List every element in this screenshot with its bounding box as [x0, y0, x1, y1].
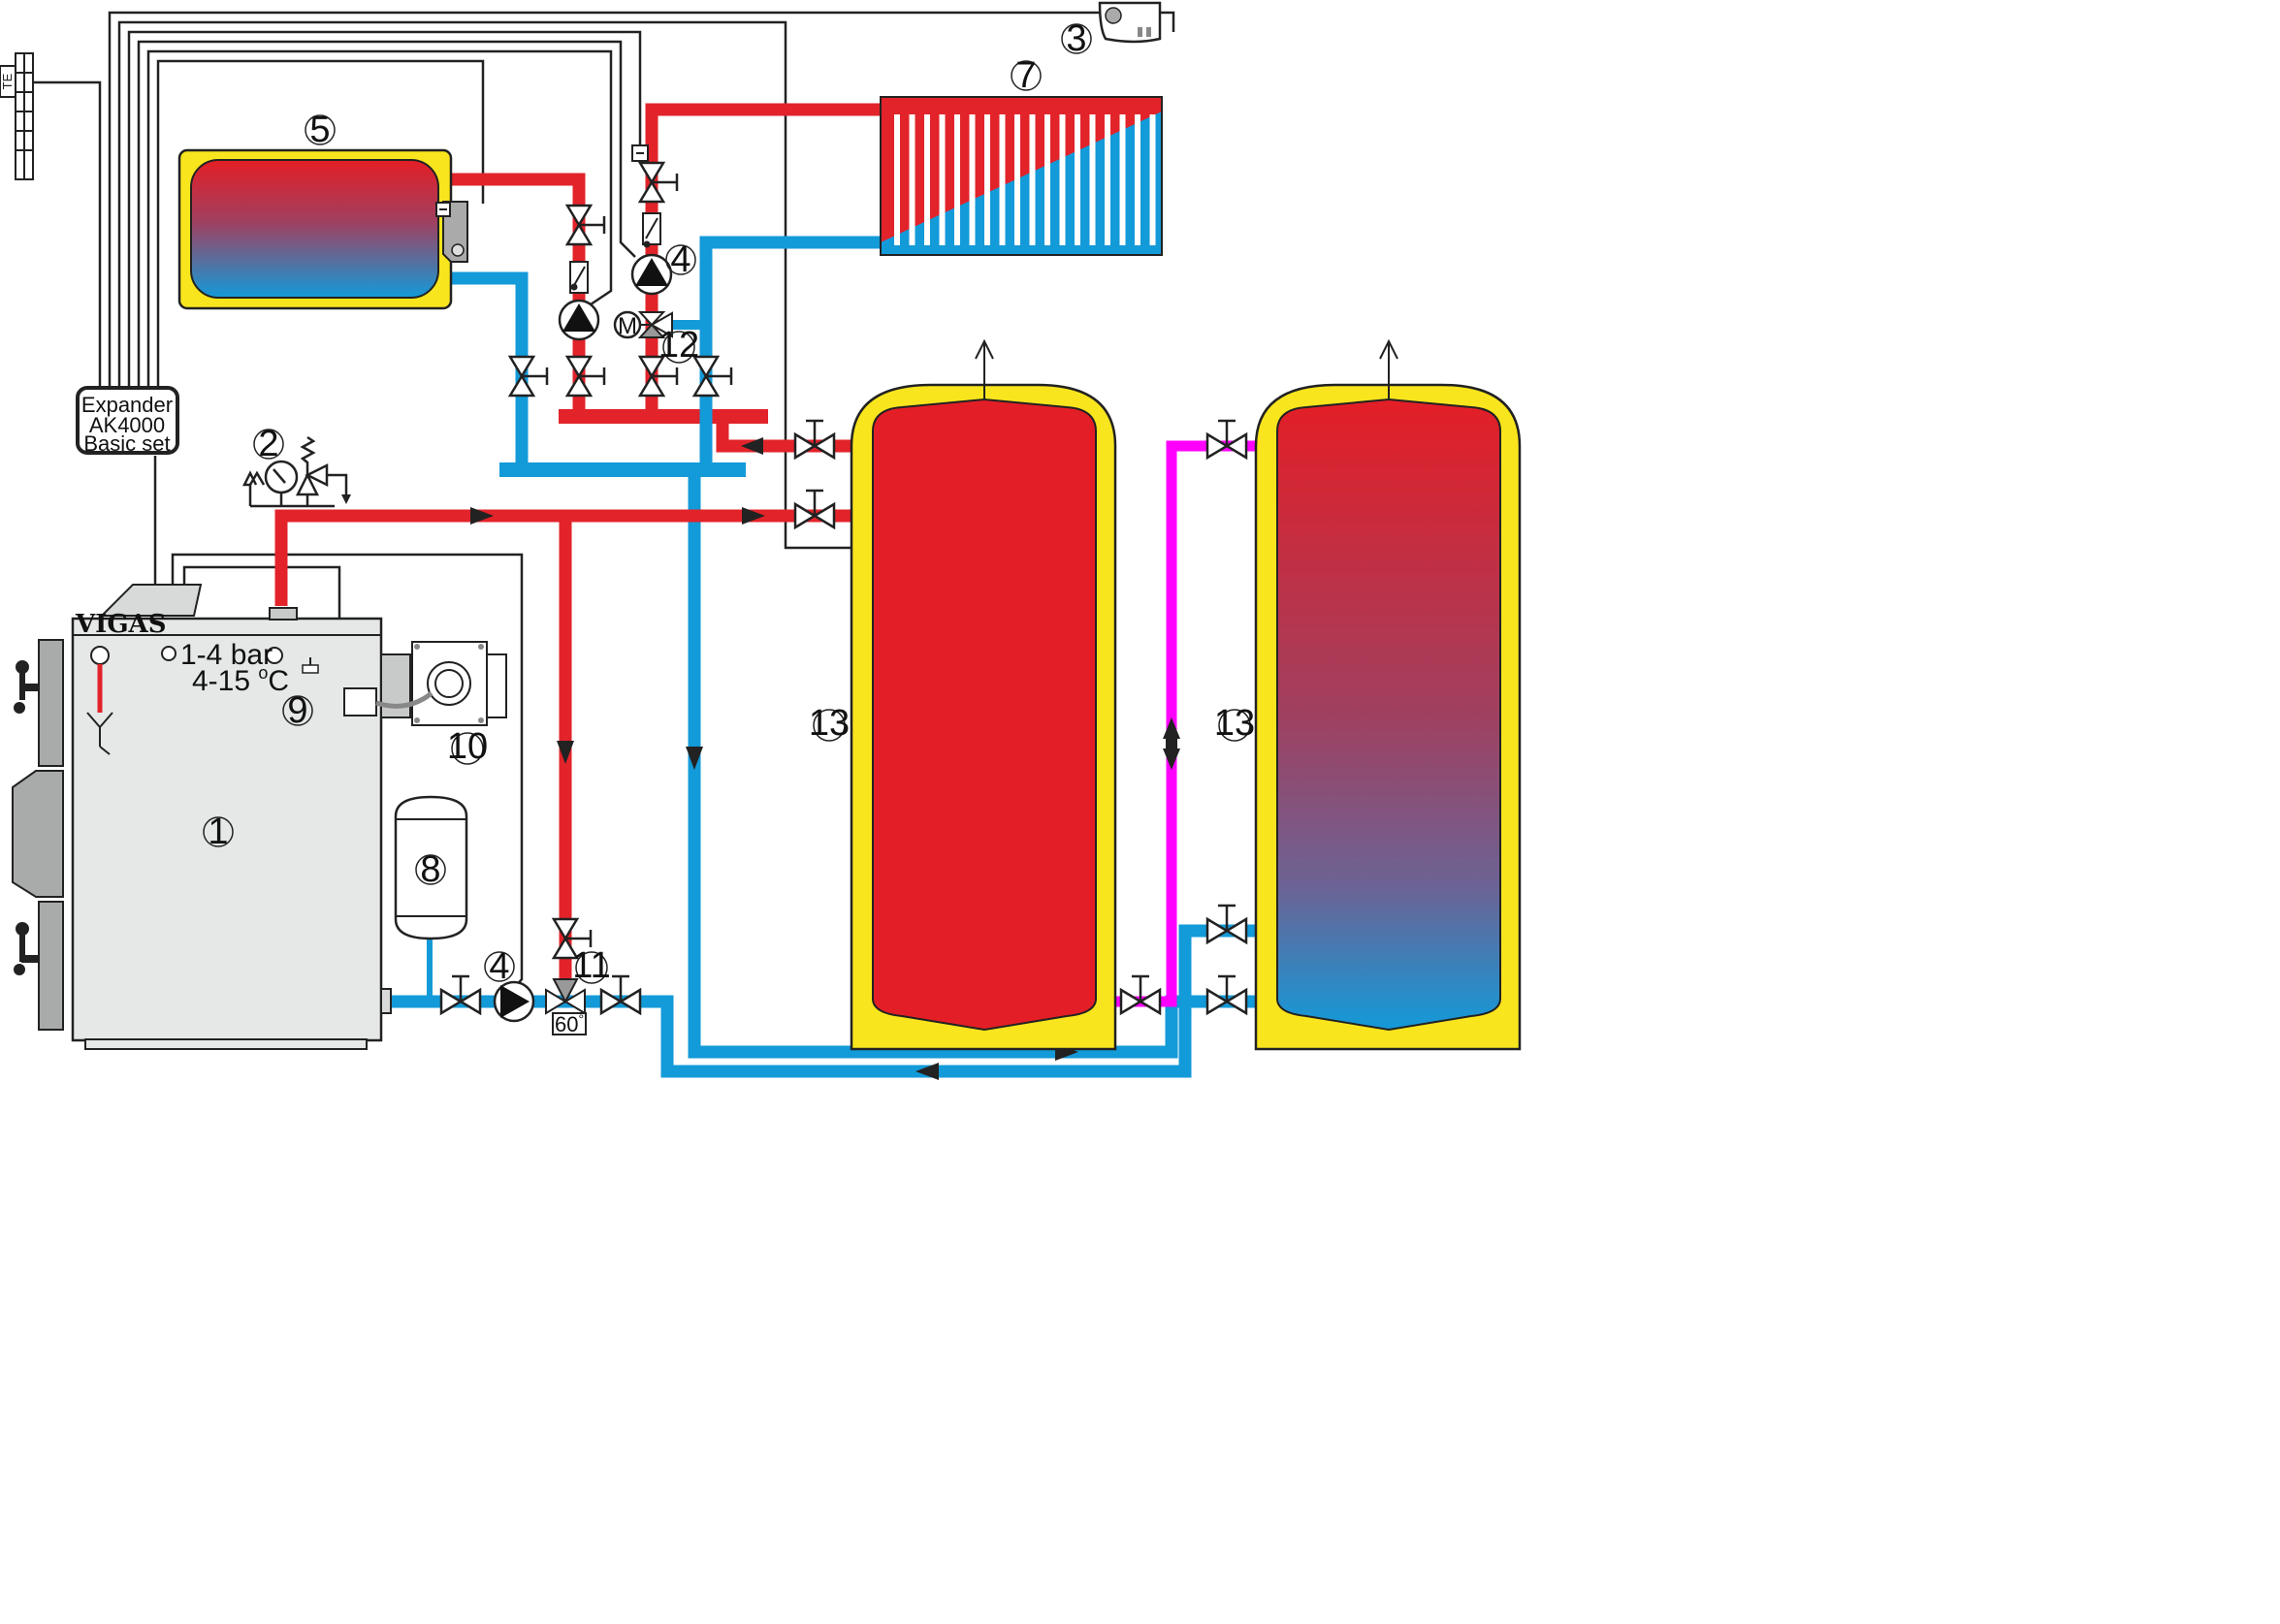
mixing-valve-setting: 60 — [555, 1012, 578, 1036]
pump-heating-dhw — [558, 299, 600, 341]
motor-letter: M — [618, 313, 637, 339]
svg-text:9: 9 — [287, 690, 307, 731]
radiator — [880, 96, 1163, 256]
boiler-brand: VIGAS — [75, 610, 167, 639]
pump-heating — [630, 253, 673, 296]
expander-line3: Basic set — [83, 431, 170, 456]
room-unit — [1098, 1, 1162, 44]
heating-pipes — [451, 103, 1106, 1059]
label-11: 11 — [572, 945, 610, 986]
label-5: 5 — [305, 110, 336, 150]
outdoor-sensor: TE — [0, 52, 34, 180]
mixing-valve-motor: M — [613, 310, 673, 339]
label-4-heating: 4 — [665, 239, 696, 280]
expander-box: Expander AK4000 Basic set — [76, 386, 179, 456]
outdoor-sensor-label: TE — [0, 73, 15, 89]
expander-line2: AK4000 — [89, 413, 165, 437]
svg-text:13: 13 — [1214, 703, 1255, 744]
svg-text:4: 4 — [489, 946, 509, 987]
burner — [343, 641, 507, 726]
pump-boiler — [493, 980, 535, 1023]
label-9: 9 — [282, 690, 313, 731]
storage-tank-left — [850, 338, 1117, 1051]
flow-arrows — [470, 437, 1180, 1080]
pressure-range: 1-4 bar — [180, 639, 273, 671]
svg-text:8: 8 — [420, 849, 440, 890]
boiler: VIGAS 1-4 bar 4-15 oC — [12, 584, 392, 1050]
dhw-tank — [177, 148, 468, 310]
svg-text:5: 5 — [309, 110, 330, 150]
label-13-right: 13 — [1214, 703, 1255, 744]
check-valves — [569, 212, 661, 294]
svg-text:12: 12 — [658, 325, 699, 366]
label-7: 7 — [1011, 55, 1042, 96]
label-10: 10 — [447, 726, 488, 767]
label-4-boiler: 4 — [484, 946, 515, 987]
storage-tank-right — [1254, 338, 1522, 1051]
label-8: 8 — [415, 849, 446, 890]
expander-line1: Expander — [81, 393, 173, 417]
boiler-pipes — [274, 440, 1275, 1078]
svg-text:2: 2 — [258, 424, 278, 464]
component-numbers: 1 2 3 4 4 5 7 8 9 10 11 12 13 13 — [203, 18, 1255, 987]
svg-text:4: 4 — [670, 239, 690, 280]
svg-text:10: 10 — [447, 726, 488, 767]
svg-text:13: 13 — [809, 703, 850, 744]
svg-text:60°: 60° — [555, 1011, 584, 1036]
mixing-valve-60: 60° — [545, 978, 587, 1036]
expansion-vessel — [394, 795, 468, 940]
svg-text:7: 7 — [1015, 55, 1036, 96]
svg-text:11: 11 — [572, 945, 610, 986]
mixing-valve-unit: ° — [578, 1011, 584, 1027]
label-13-left: 13 — [809, 703, 850, 744]
svg-text:3: 3 — [1066, 18, 1086, 59]
label-1: 1 — [203, 812, 234, 852]
svg-text:1: 1 — [208, 812, 228, 852]
safety-group — [241, 435, 351, 508]
label-2: 2 — [253, 424, 284, 464]
label-12: 12 — [658, 325, 699, 366]
temperature-range: 4-15 oC — [192, 663, 289, 697]
label-3: 3 — [1061, 18, 1092, 59]
